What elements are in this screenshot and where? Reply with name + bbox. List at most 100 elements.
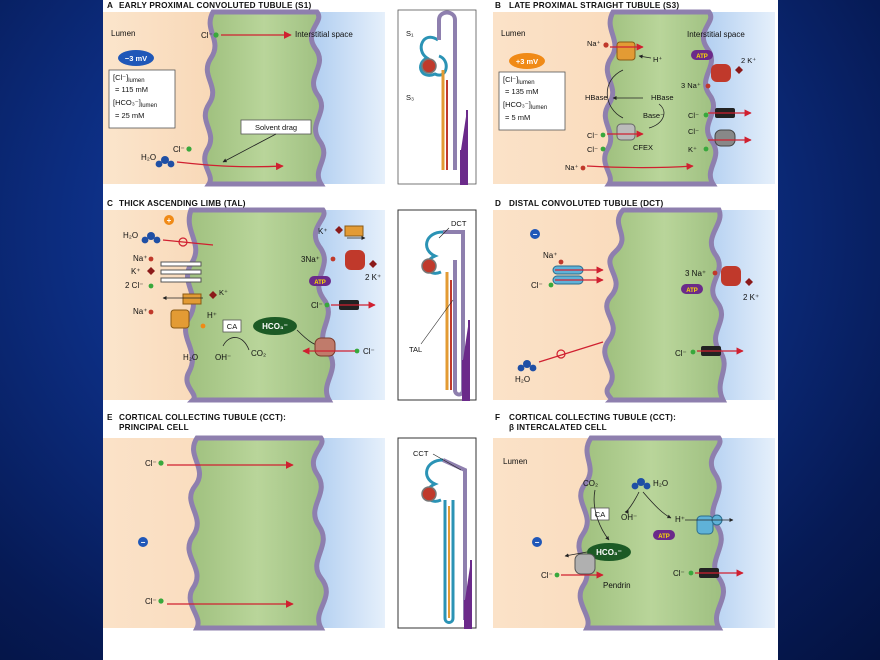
svg-text:Lumen: Lumen [503,457,527,466]
nephron-diagram-bottom: CCT [397,437,477,629]
panel-e-cell [186,435,329,631]
svg-text:F: F [495,413,500,422]
svg-text:CA: CA [227,322,237,331]
svg-text:H⁺: H⁺ [675,515,685,524]
atp-icon: ATP [691,50,713,60]
svg-text:K⁺: K⁺ [688,145,697,154]
svg-text:HCO₃⁻: HCO₃⁻ [262,322,288,331]
blocked-icon [178,237,188,247]
svg-text:= 135 mM: = 135 mM [505,87,539,96]
atp-icon: ATP [653,530,675,540]
svg-text:CO₂: CO₂ [251,349,266,358]
nhe3-transporter [170,309,190,329]
svg-text:C: C [107,199,113,208]
panel-a-title: EARLY PROXIMAL CONVOLUTED TUBULE (S1) [119,1,311,10]
svg-text:H₂O: H₂O [515,375,530,384]
svg-text:K⁺: K⁺ [219,288,228,297]
svg-text:Base⁻: Base⁻ [643,111,664,120]
panel-b-potential-badge [509,53,545,69]
svg-text:ATP: ATP [696,54,708,60]
panel-c: C THICK ASCENDING LIMB (TAL) + H₂O Na⁺ K… [103,199,385,403]
svg-text:HBase: HBase [585,93,608,102]
svg-text:ATP: ATP [686,288,698,294]
svg-text:Cl⁻: Cl⁻ [688,127,699,136]
svg-text:Na⁺: Na⁺ [543,251,557,260]
nephron-diagram-middle: DCT TAL [397,209,477,401]
atp-icon: ATP [309,276,331,286]
svg-text:Pendrin: Pendrin [603,581,631,590]
svg-text:CO₂: CO₂ [583,479,598,488]
svg-text:2 Cl⁻: 2 Cl⁻ [125,281,143,290]
panel-c-plus-badge [164,215,174,225]
panel-f-minus-badge [532,537,542,547]
svg-text:= 115 mM: = 115 mM [115,85,148,94]
svg-text:ATP: ATP [658,534,670,540]
svg-text:+3 mV: +3 mV [516,57,538,66]
svg-text:[Cl⁻]lumen: [Cl⁻]lumen [113,73,145,84]
svg-text:A: A [107,1,113,10]
panel-a-lumen-label: Lumen [111,29,135,38]
svg-text:Lumen: Lumen [501,29,525,38]
nephron-diagram-top: S₁ S₃ [397,9,477,185]
svg-text:−: − [535,538,540,547]
svg-text:2 K⁺: 2 K⁺ [365,273,381,282]
svg-text:CFEX: CFEX [633,143,653,152]
panel-a-concentration-box [108,69,176,129]
svg-text:CA: CA [595,510,605,519]
panel-d-cell [602,207,728,403]
svg-text:[HCO₃⁻]lumen: [HCO₃⁻]lumen [113,98,157,109]
svg-text:Cl⁻: Cl⁻ [145,597,157,606]
svg-text:Na⁺: Na⁺ [587,39,601,48]
nephron-label-s3: S₃ [406,93,414,102]
panel-d-title: DISTAL CONVOLUTED TUBULE (DCT) [509,199,663,208]
svg-text:[HCO₃⁻]lumen: [HCO₃⁻]lumen [503,100,547,111]
panel-a-cl-top: Cl⁻ [201,31,213,40]
svg-text:Cl⁻: Cl⁻ [688,111,699,120]
svg-text:Cl⁻: Cl⁻ [587,145,598,154]
panel-a-potential: −3 mV [125,54,147,63]
nkcc2-transporter [160,261,202,283]
nephron-label-dct: DCT [451,219,467,228]
panel-f: F CORTICAL COLLECTING TUBULE (CCT): β IN… [493,413,775,631]
water-icon [141,232,161,244]
svg-text:[Cl⁻]lumen: [Cl⁻]lumen [503,75,535,86]
svg-text:2 K⁺: 2 K⁺ [741,56,756,65]
svg-text:= 5 mM: = 5 mM [505,113,530,122]
svg-text:Cl⁻: Cl⁻ [673,569,685,578]
water-icon [631,478,651,490]
svg-text:E: E [107,413,113,422]
panel-f-title-line1: CORTICAL COLLECTING TUBULE (CCT): [509,413,676,422]
svg-text:H₂O: H₂O [123,231,138,240]
nhe-transporter [616,41,636,61]
svg-text:H⁺: H⁺ [207,311,217,320]
atp-icon: ATP [681,284,703,294]
nephron-label-tal: TAL [409,345,422,354]
svg-text:2 K⁺: 2 K⁺ [743,293,759,302]
panel-d-minus-badge [530,229,540,239]
panel-e-title-line2: PRINCIPAL CELL [119,423,189,432]
svg-text:Na⁺: Na⁺ [133,307,147,316]
svg-text:OH⁻: OH⁻ [215,353,231,362]
svg-text:H₂O: H₂O [653,479,668,488]
panel-c-title: THICK ASCENDING LIMB (TAL) [119,199,246,208]
svg-text:Cl⁻: Cl⁻ [587,131,598,140]
panel-f-cell [576,435,726,631]
svg-text:−: − [533,230,538,239]
svg-text:OH⁻: OH⁻ [621,513,637,522]
panel-e-minus-badge [138,537,148,547]
panel-a-solvent-drag: Solvent drag [255,123,297,132]
svg-text:3 Na⁺: 3 Na⁺ [681,81,701,90]
blocked-icon [556,349,566,359]
kidney-transport-figure: A EARLY PROXIMAL CONVOLUTED TUBULE (S1) … [103,1,775,631]
water-icon [155,156,175,168]
panel-a-cell [202,9,327,187]
na-k-atpase [345,250,365,270]
svg-text:ATP: ATP [314,280,326,286]
panel-b: B LATE PROXIMAL STRAIGHT TUBULE (S3) Lum… [493,1,775,187]
svg-text:H⁺: H⁺ [653,55,662,64]
na-k-atpase [721,266,741,286]
panel-e-title-line1: CORTICAL COLLECTING TUBULE (CCT): [119,413,286,422]
svg-text:Cl⁻: Cl⁻ [363,347,375,356]
panel-f-title-line2: β INTERCALATED CELL [509,423,607,432]
svg-text:Cl⁻: Cl⁻ [173,145,185,154]
